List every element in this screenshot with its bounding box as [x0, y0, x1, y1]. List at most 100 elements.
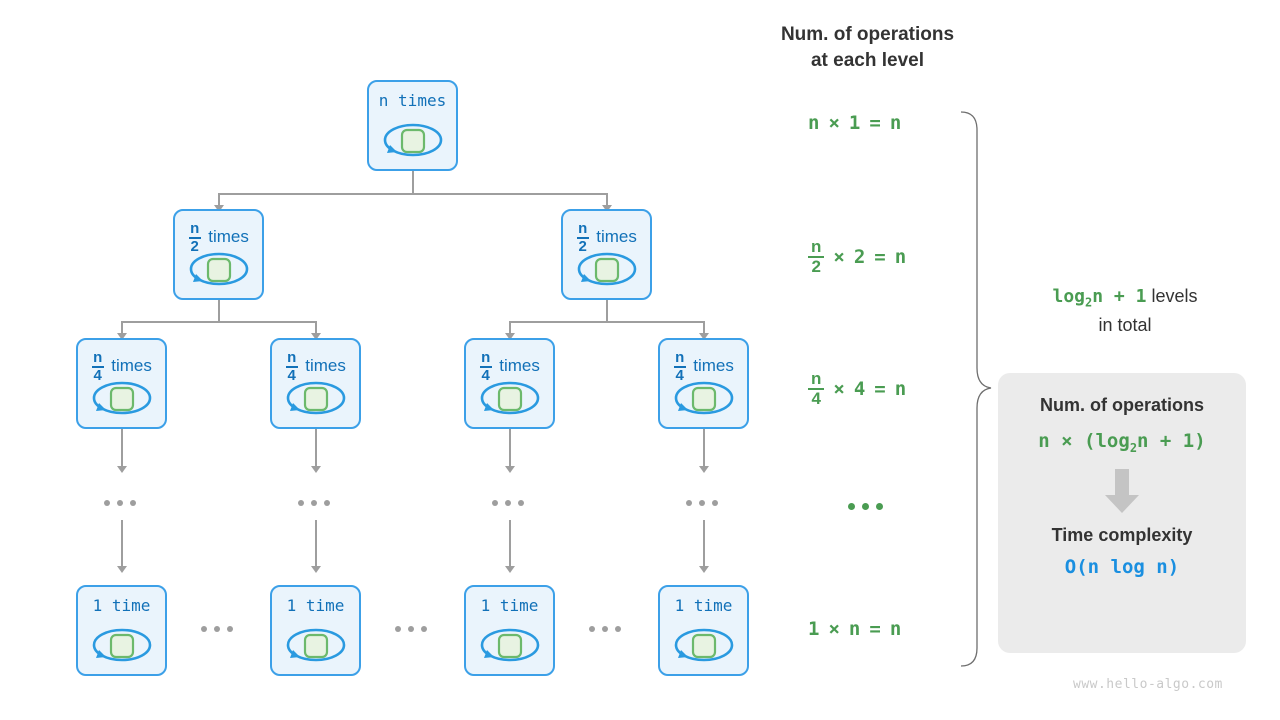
op-times: × — [828, 112, 840, 134]
loop-arrow-icon — [577, 252, 636, 286]
edge-dots-3-to-leaf — [509, 520, 511, 570]
op-count: 4 — [853, 377, 866, 400]
fraction: n 2 — [576, 220, 589, 255]
edge-l3-1-to-dots — [121, 428, 123, 470]
operations-level3: n 4 × 4 = n — [808, 370, 906, 407]
edge-l2b-bar — [509, 321, 705, 323]
fraction: n 4 — [91, 349, 104, 384]
down-arrow-icon — [1105, 468, 1139, 513]
arrowhead-level2-right — [602, 205, 612, 212]
summary-card: Num. of operations n × (log2n + 1) Time … — [998, 373, 1246, 653]
vertical-ellipsis-4 — [686, 500, 718, 506]
tree-node-level1-1[interactable]: n times — [367, 80, 458, 171]
arrowhead-level3-2 — [311, 333, 321, 340]
arrowhead-level2-left — [214, 205, 224, 212]
node-label: n 2 times — [563, 220, 650, 255]
edge-root-left-drop — [218, 193, 220, 209]
operations-level5: 1 × n = n — [808, 618, 901, 640]
leaf-gap-ellipsis-2 — [395, 626, 427, 632]
tree-node-level3-3[interactable]: n 4 times — [464, 338, 555, 429]
op-equals: = — [874, 245, 886, 268]
levels-total-note: log2n + 1 levels in total — [1010, 283, 1240, 339]
edge-root-bar — [218, 193, 608, 195]
op-fraction: n 2 — [808, 238, 824, 275]
tree-node-level3-1[interactable]: n 4 times — [76, 338, 167, 429]
leaf-gap-ellipsis-3 — [589, 626, 621, 632]
op-count: n — [848, 618, 861, 640]
edge-l3-2-to-dots — [315, 428, 317, 470]
edge-root-stem — [412, 171, 414, 194]
curly-brace — [960, 111, 992, 667]
node-label: 1 time — [92, 596, 151, 615]
edge-dots-4-to-leaf — [703, 520, 705, 570]
arrowhead-dots-4 — [699, 466, 709, 473]
fraction: n 4 — [479, 349, 492, 384]
arrowhead-leaf-1 — [117, 566, 127, 573]
leaf-gap-ellipsis-1 — [201, 626, 233, 632]
loop-arrow-icon — [674, 628, 733, 662]
tree-node-level2-2[interactable]: n 2 times — [561, 209, 652, 300]
edge-l2b-stem — [606, 299, 608, 322]
arrowhead-dots-1 — [117, 466, 127, 473]
op-factor: n — [808, 112, 820, 134]
fraction: n 4 — [673, 349, 686, 384]
tree-node-level5-3[interactable]: 1 time — [464, 585, 555, 676]
loop-arrow-icon — [286, 381, 345, 415]
loop-arrow-icon — [92, 381, 151, 415]
node-label-word: times — [693, 355, 734, 375]
tree-node-level5-1[interactable]: 1 time — [76, 585, 167, 676]
node-label: 1 time — [480, 596, 539, 615]
tree-node-level2-1[interactable]: n 2 times — [173, 209, 264, 300]
loop-arrow-icon — [383, 123, 442, 157]
node-label-word: times — [111, 355, 152, 375]
edge-dots-2-to-leaf — [315, 520, 317, 570]
node-label: n times — [378, 91, 447, 110]
card-heading-complexity: Time complexity — [1051, 524, 1193, 545]
op-result: n — [894, 377, 907, 400]
tree-node-level3-4[interactable]: n 4 times — [658, 338, 749, 429]
op-count: 1 — [848, 112, 861, 134]
node-label-word: times — [499, 355, 540, 375]
tree-node-level5-4[interactable]: 1 time — [658, 585, 749, 676]
node-label: n 2 times — [175, 220, 262, 255]
vertical-ellipsis-3 — [492, 500, 524, 506]
op-equals: = — [869, 112, 881, 134]
tree-node-level3-2[interactable]: n 4 times — [270, 338, 361, 429]
op-result: n — [889, 618, 902, 640]
card-formula-operations: n × (log2n + 1) — [1038, 430, 1206, 455]
edge-l2a-left-drop — [121, 321, 123, 337]
arrowhead-level3-3 — [505, 333, 515, 340]
op-equals: = — [874, 377, 886, 400]
node-label: n 4 times — [272, 349, 359, 384]
arrowhead-leaf-4 — [699, 566, 709, 573]
loop-arrow-icon — [189, 252, 248, 286]
node-label: 1 time — [674, 596, 733, 615]
op-fraction: n 4 — [808, 370, 824, 407]
edge-l2b-right-drop — [703, 321, 705, 337]
op-times: × — [833, 245, 845, 268]
node-label: n 4 times — [466, 349, 553, 384]
levels-formula: log2n + 1 — [1052, 286, 1147, 310]
op-times: × — [833, 377, 845, 400]
node-label-word: times — [596, 226, 637, 246]
loop-arrow-icon — [674, 381, 733, 415]
fraction: n 2 — [188, 220, 201, 255]
op-equals: = — [869, 618, 881, 640]
op-result: n — [894, 245, 907, 268]
card-heading-operations: Num. of operations — [1039, 395, 1204, 415]
node-label: 1 time — [286, 596, 345, 615]
edge-l3-3-to-dots — [509, 428, 511, 470]
loop-arrow-icon — [480, 628, 539, 662]
arrowhead-leaf-3 — [505, 566, 515, 573]
tree-node-level5-2[interactable]: 1 time — [270, 585, 361, 676]
operations-column-title: Num. of operations at each level — [780, 24, 955, 71]
arrowhead-dots-2 — [311, 466, 321, 473]
watermark: www.hello-algo.com — [1073, 677, 1223, 692]
arrowhead-level3-4 — [699, 333, 709, 340]
vertical-ellipsis-2 — [298, 500, 330, 506]
op-count: 2 — [853, 245, 866, 268]
node-label-word: times — [305, 355, 346, 375]
edge-dots-1-to-leaf — [121, 520, 123, 570]
fraction: n 4 — [285, 349, 298, 384]
